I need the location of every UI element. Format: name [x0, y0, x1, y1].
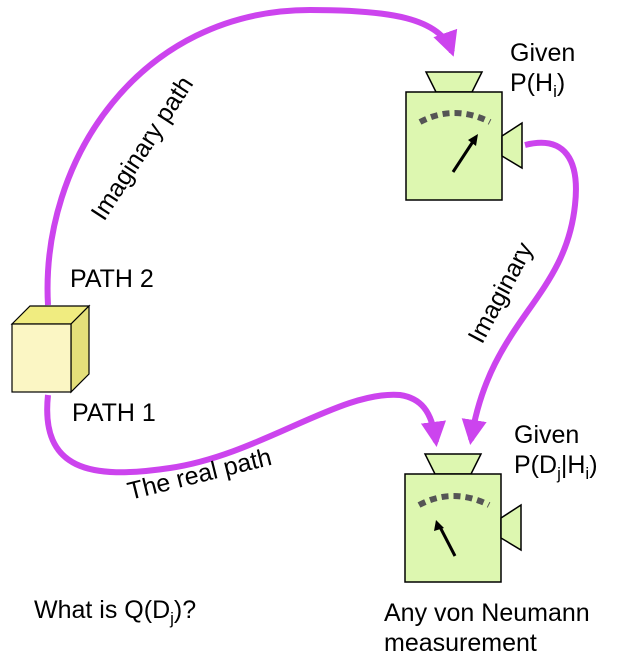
imaginary-label: Imaginary	[463, 237, 539, 348]
measurement-label: Any von Neumann measurement	[384, 598, 590, 658]
real-path-curve	[44, 391, 446, 476]
imaginary-path-label: Imaginary path	[86, 71, 200, 225]
given-bottom-line1: Given	[514, 421, 580, 449]
top-measurement-device-icon	[405, 71, 523, 201]
given-top-label: Given P(Hi)	[510, 38, 575, 101]
path1-label: PATH 1	[72, 399, 156, 427]
question-label: What is Q(Dj)?	[34, 596, 197, 628]
source-cube-icon	[10, 304, 91, 394]
imaginary-curve	[461, 139, 579, 445]
bottom-measurement-device-icon	[404, 453, 522, 583]
given-top-line2: P(Hi)	[510, 69, 566, 101]
measurement-line1: Any von Neumann	[384, 599, 590, 627]
real-path-label: The real path	[125, 443, 275, 506]
measurement-line2: measurement	[384, 629, 537, 657]
imaginary-path-curve	[44, 6, 458, 306]
given-bottom-label: Given P(Dj|Hi)	[514, 420, 598, 483]
given-bottom-line2: P(Dj|Hi)	[514, 451, 598, 483]
given-top-line1: Given	[510, 39, 576, 67]
path2-label: PATH 2	[70, 265, 154, 293]
